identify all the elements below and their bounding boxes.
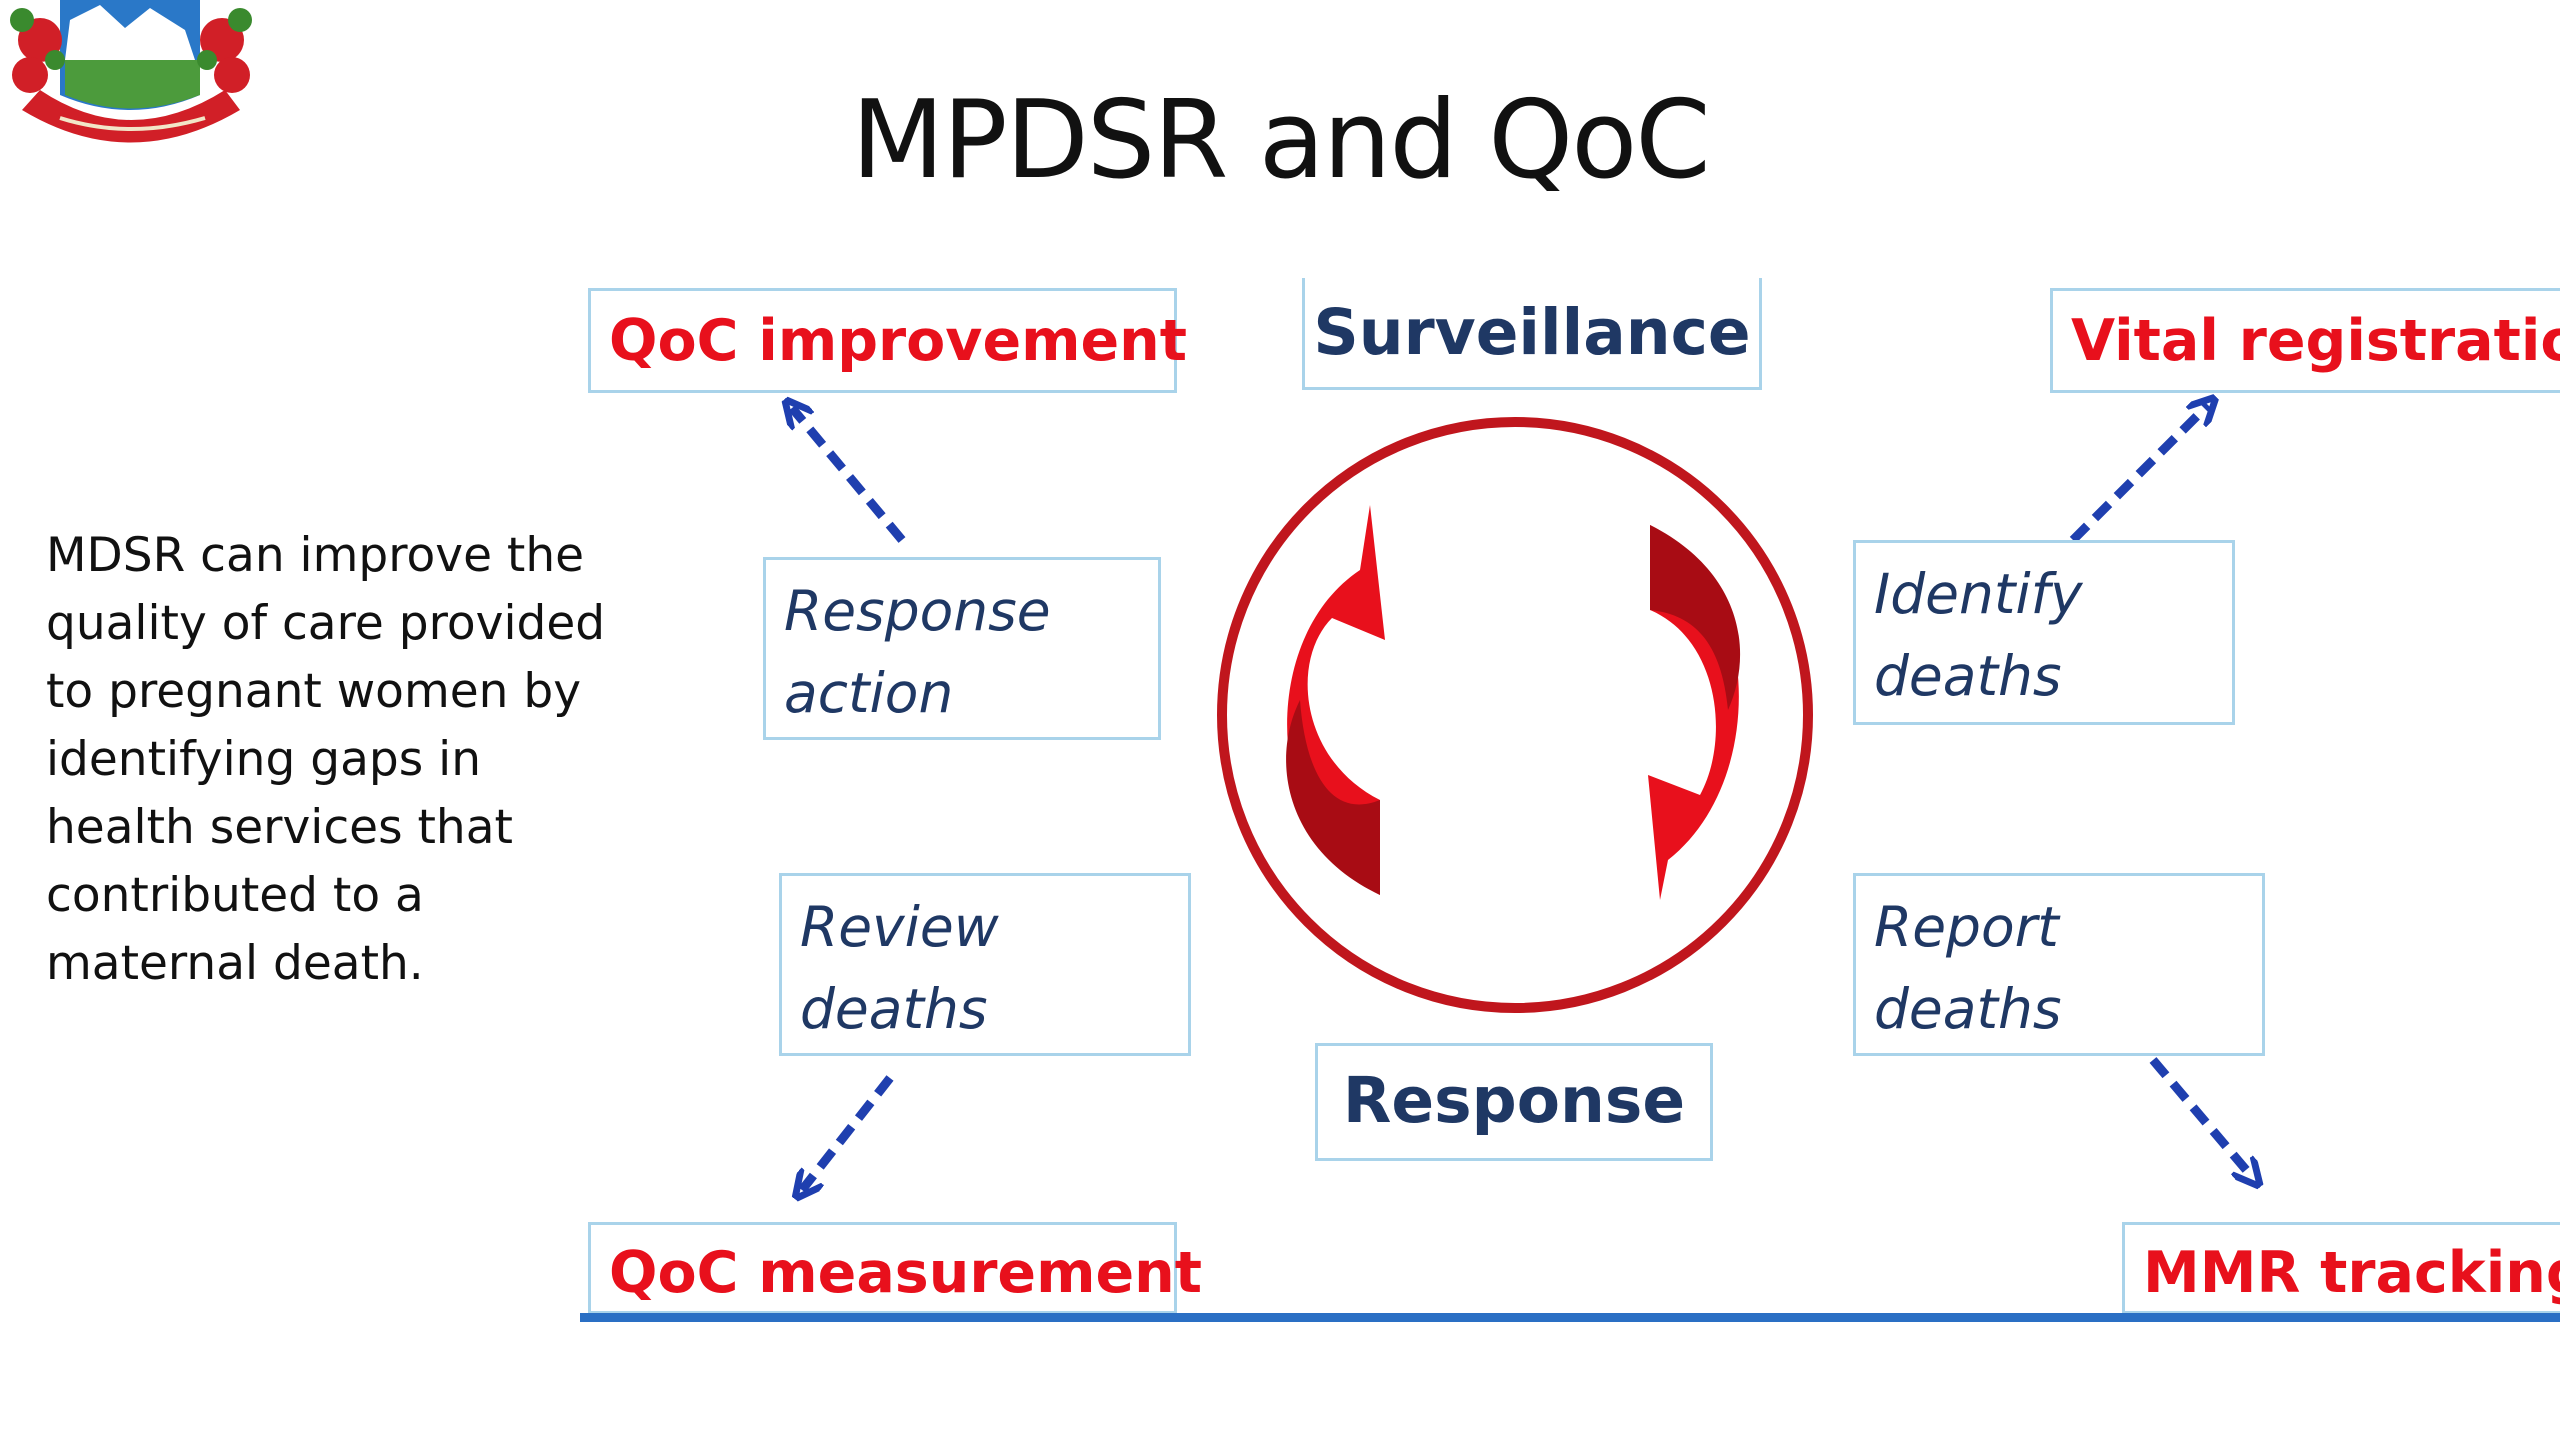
review-deaths-box: Review deaths [779,873,1191,1056]
arrow-to-qoc-improvement [792,408,906,543]
qoc-improvement-label: QoC improvement [609,308,1187,374]
report-deaths-box: Report deaths [1853,873,2265,1056]
response-action-box: Response action [763,557,1161,740]
response-action-line2: action [784,661,954,725]
identify-deaths-line2: deaths [1874,644,2062,708]
response-box: Response [1315,1043,1713,1161]
qoc-improvement-box: QoC improvement [588,288,1187,393]
report-deaths-line1: Report [1874,895,2059,959]
qoc-measurement-label: QoC measurement [609,1240,1202,1306]
arrow-to-vital-registration [2069,405,2208,544]
review-deaths-line1: Review [800,895,999,959]
side-description: MDSR can improve the quality of care pro… [46,528,606,991]
surveillance-label: Surveillance [1313,296,1751,369]
response-action-line1: Response [784,579,1051,643]
nepal-emblem-icon [10,0,252,143]
page-title: MPDSR and QoC [851,78,1710,203]
arrow-to-qoc-measurement [802,1075,894,1190]
review-deaths-line2: deaths [800,977,988,1041]
bottom-rule [580,1313,2560,1322]
surveillance-box: Surveillance [1302,278,1762,390]
mmr-tracking-label: MMR tracking [2143,1240,2560,1306]
report-deaths-line2: deaths [1874,977,2062,1041]
identify-deaths-box: Identify deaths [1853,540,2235,725]
vital-registration-box: Vital registration [2050,288,2560,393]
cycle-icon [1217,417,1813,1013]
qoc-measurement-box: QoC measurement [588,1222,1202,1314]
response-label: Response [1342,1064,1686,1137]
mmr-tracking-box: MMR tracking [2122,1222,2560,1314]
vital-registration-label: Vital registration [2071,308,2560,374]
arrow-to-mmr-tracking [2149,1057,2253,1178]
identify-deaths-line1: Identify [1874,562,2083,626]
